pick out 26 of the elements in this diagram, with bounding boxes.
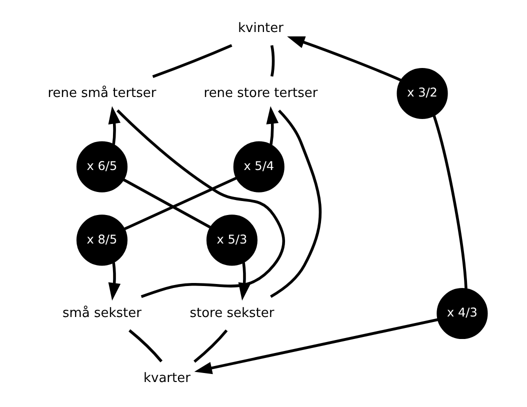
connector [124,176,236,230]
node-text: store sekster [189,306,274,321]
node-text: rene store tertser [203,86,318,101]
node-circle: x 6/5 [76,141,128,192]
node-circle: x 4/3 [436,288,488,340]
node-text: kvarter [143,370,190,386]
connector [432,115,467,289]
arrow [266,106,278,145]
connector [116,109,285,298]
connector [193,329,228,363]
node-circle: x 8/5 [76,214,128,266]
arrow [286,36,401,82]
connector [152,44,232,78]
arrow [108,262,120,301]
node-text: små sekster [62,306,141,321]
connector [270,45,274,77]
node-circle: x 3/2 [396,68,448,120]
arrow [194,318,438,374]
connector [128,329,162,362]
connector [122,178,210,228]
node-circle: x 5/4 [232,141,284,192]
node-circle: x 5/3 [206,214,257,266]
arrow [108,106,120,145]
node-text: rene små tertser [47,86,156,101]
connector [270,110,322,298]
node-text: kvinter [238,20,283,36]
